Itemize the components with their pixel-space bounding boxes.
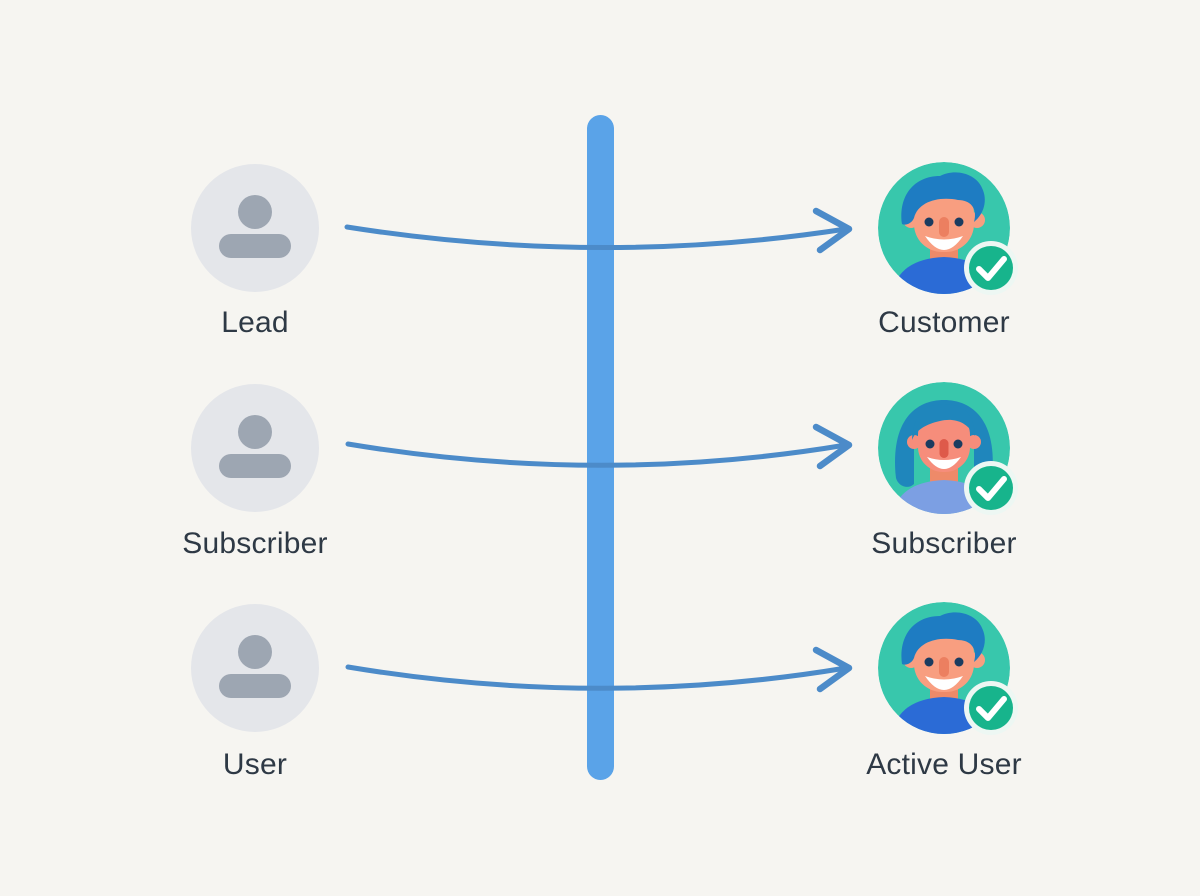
user-avatar <box>191 604 319 732</box>
check-icon <box>964 461 1018 515</box>
subscriber-avatar <box>191 384 319 512</box>
active-user-label: Active User <box>866 748 1022 781</box>
person-icon <box>219 195 291 258</box>
active-user-avatar-man <box>878 602 1018 735</box>
customer-label: Customer <box>878 306 1010 339</box>
check-icon <box>964 681 1018 735</box>
conversion-arrow-user-to-active-user <box>345 646 853 693</box>
person-icon <box>219 635 291 698</box>
conversion-arrow-subscriber-to-subscriber <box>345 423 853 470</box>
subscriber-avatar-woman <box>878 382 1018 515</box>
subscriber-right-label: Subscriber <box>871 527 1017 560</box>
lead-avatar <box>191 164 319 292</box>
conversion-arrow-lead-to-customer <box>344 207 853 254</box>
customer-avatar-man <box>878 162 1018 295</box>
subscriber-left-label: Subscriber <box>182 527 328 560</box>
lead-label: Lead <box>221 306 289 339</box>
check-icon <box>964 241 1018 295</box>
user-label: User <box>222 748 288 781</box>
person-icon <box>219 415 291 478</box>
transformation-bar <box>587 115 614 780</box>
